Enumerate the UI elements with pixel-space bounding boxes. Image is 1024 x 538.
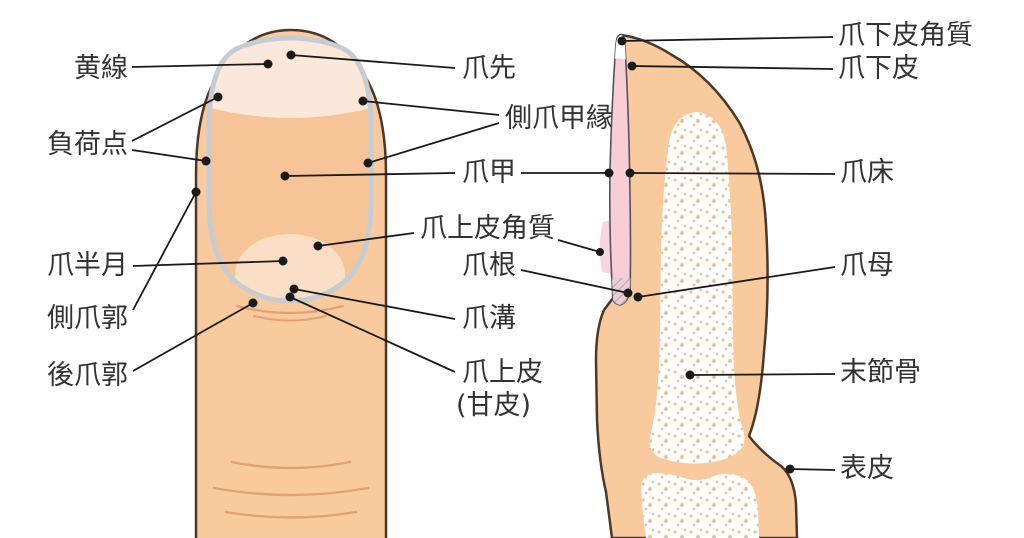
dot-eponychium-keratin-side [596,248,604,256]
leader-lateral-wall [132,191,197,311]
label-eponychium: 爪上皮 [462,357,543,388]
leader-hyponychium [631,65,834,70]
dot-nail-tip [286,50,296,60]
leader-nail-bed [629,172,836,175]
leader-lines [131,36,836,471]
dot-nail-groove [289,284,299,294]
label-nail-matrix: 爪母 [840,250,894,281]
dot-nail-root [623,288,633,298]
proximal-fold-crease-2 [253,315,327,322]
dot-load-point-b [201,156,211,166]
dot-load-point-a [213,92,223,102]
label-hyponychium: 爪下皮 [838,53,919,84]
label-lateral-nail-wall: 側爪郭 [47,303,128,334]
label-nail-groove: 爪溝 [462,303,516,334]
leader-nail-matrix [637,266,836,298]
dot-epidermis [785,464,795,474]
leader-nail-groove [293,288,456,320]
dot-lateral-wall [191,187,201,197]
leader-nail-root [520,269,629,294]
label-nail-root: 爪根 [462,250,516,281]
label-eponychium-keratin: 爪上皮角質 [420,213,555,244]
dot-yellow-line [263,59,273,69]
leader-eponychium [289,296,456,373]
leader-load-point-b [131,149,207,162]
dot-distal-phalanx [685,370,695,380]
leader-side-edge-b [367,122,500,164]
label-proximal-nail-wall: 後爪郭 [47,360,128,391]
label-load-point: 負荷点 [47,129,128,160]
label-eponychium-alt: (甘皮) [456,390,531,421]
knuckle-wrinkle-1 [230,460,352,470]
leader-hyponychium-keratin [621,36,834,42]
proximal-fold-crease [235,304,345,315]
annotation-dots [191,36,795,474]
dot-side-edge-a [358,96,368,106]
leader-proximal-wall [132,302,254,372]
dot-nail-plate-side [604,168,614,178]
middle-phalanx-bone-speckles [641,472,759,538]
finger-side-view [594,33,799,538]
label-nail-tip: 爪先 [462,53,516,84]
leader-yellow-line [131,63,269,68]
label-lateral-nail-edge: 側爪甲縁 [505,103,613,134]
label-yellow-line: 黄線 [74,53,128,84]
leader-epidermis [789,468,836,471]
label-distal-phalanx: 末節骨 [840,357,921,388]
label-hyponychium-keratin: 爪下皮角質 [838,20,973,51]
dot-side-edge-b [363,158,373,168]
leader-load-point-a [131,96,219,142]
dot-nail-bed [625,168,635,178]
leader-side-edge-a [362,100,500,116]
label-nail-bed: 爪床 [840,157,894,188]
labels: 黄線 負荷点 爪半月 側爪郭 後爪郭 爪先 側爪甲縁 爪甲 爪上皮角質 爪根 爪… [47,20,973,484]
dot-hyponychium-keratin [617,36,627,46]
dot-proximal-wall [248,298,258,308]
knuckle-wrinkle-2 [212,486,370,497]
leader-lunula [132,260,284,267]
dot-nail-matrix [633,292,643,302]
knuckle-wrinkle-3 [224,510,358,519]
dot-hyponychium [627,61,637,71]
label-nail-plate: 爪甲 [462,157,516,188]
nail-matrix-hatch [609,278,631,305]
leader-nail-plate-left [284,172,456,177]
label-epidermis: 表皮 [840,453,894,484]
leader-eponychium-keratin-right [557,239,601,253]
leader-eponychium-keratin-left [317,232,415,247]
dot-lunula [278,256,288,266]
leader-nail-tip [290,54,456,69]
finger-top-view [194,28,388,538]
nail-gray-outline [206,35,374,304]
dot-eponychium-keratin [313,241,323,251]
dot-nail-plate [280,171,290,181]
label-lunula: 爪半月 [47,250,128,281]
leader-distal-phalanx [689,373,836,376]
dot-eponychium [285,292,295,302]
